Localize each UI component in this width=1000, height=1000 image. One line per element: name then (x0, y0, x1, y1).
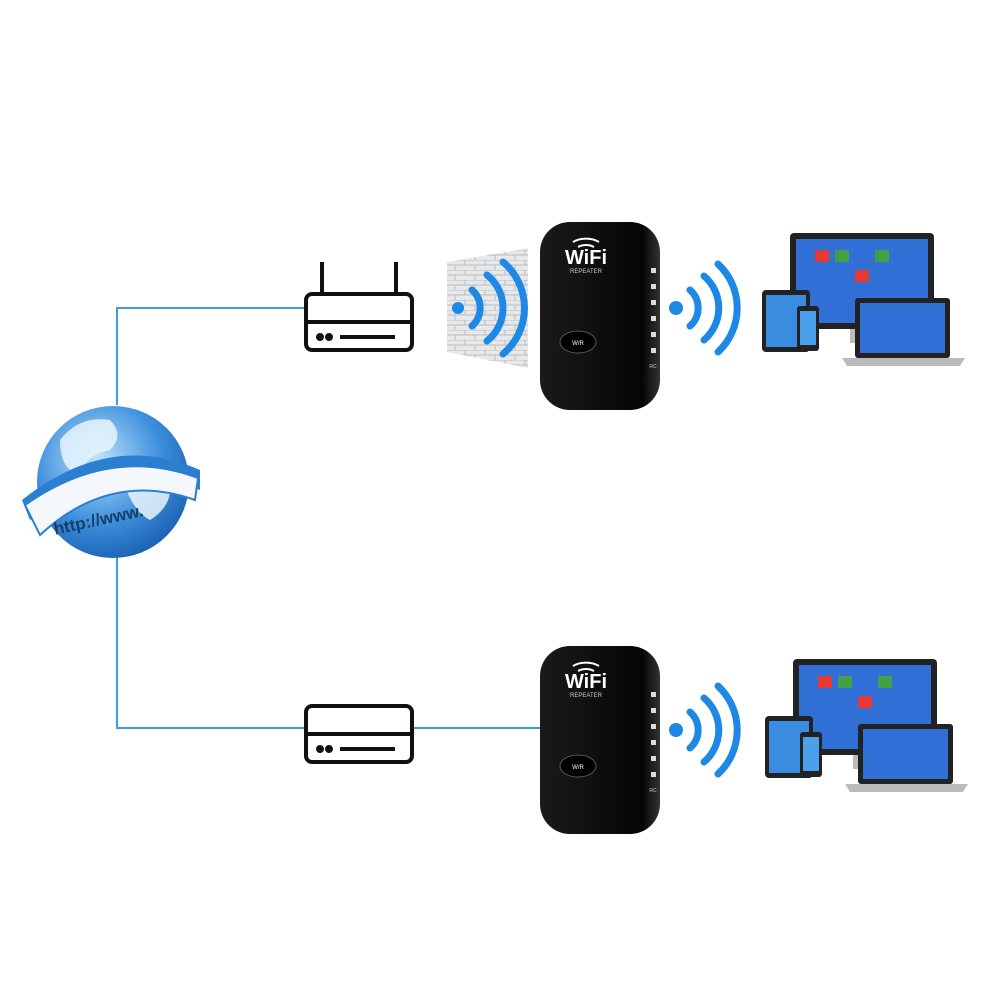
svg-text:RC: RC (649, 788, 657, 794)
svg-text:W/R: W/R (572, 765, 584, 771)
wps-button (559, 330, 597, 354)
connection-line-top (116, 307, 305, 405)
repeater-top: WiFi REPEATER RC W/R (540, 222, 660, 410)
svg-text:W/R: W/R (572, 341, 584, 347)
repeater-bottom: WiFi REPEATER RC W/R (540, 646, 660, 834)
devices-icon-bottom (765, 659, 968, 792)
repeater-subtitle: REPEATER (570, 269, 603, 275)
svg-text:REPEATER: REPEATER (570, 693, 603, 699)
router-icon-bottom (304, 704, 414, 764)
wall-icon (447, 248, 528, 368)
repeater-led-label: RC (649, 364, 657, 370)
connection-line-bottom (116, 555, 540, 729)
wifi-signal-icon-bottom (669, 682, 741, 778)
wifi-signal-icon-top (669, 260, 741, 356)
repeater-brand: WiFi (565, 247, 607, 269)
wps-button (559, 754, 597, 778)
globe-icon: http://www. (22, 406, 200, 558)
svg-text:WiFi: WiFi (565, 671, 607, 693)
devices-icon-top (762, 233, 965, 366)
router-icon-top (304, 262, 414, 352)
